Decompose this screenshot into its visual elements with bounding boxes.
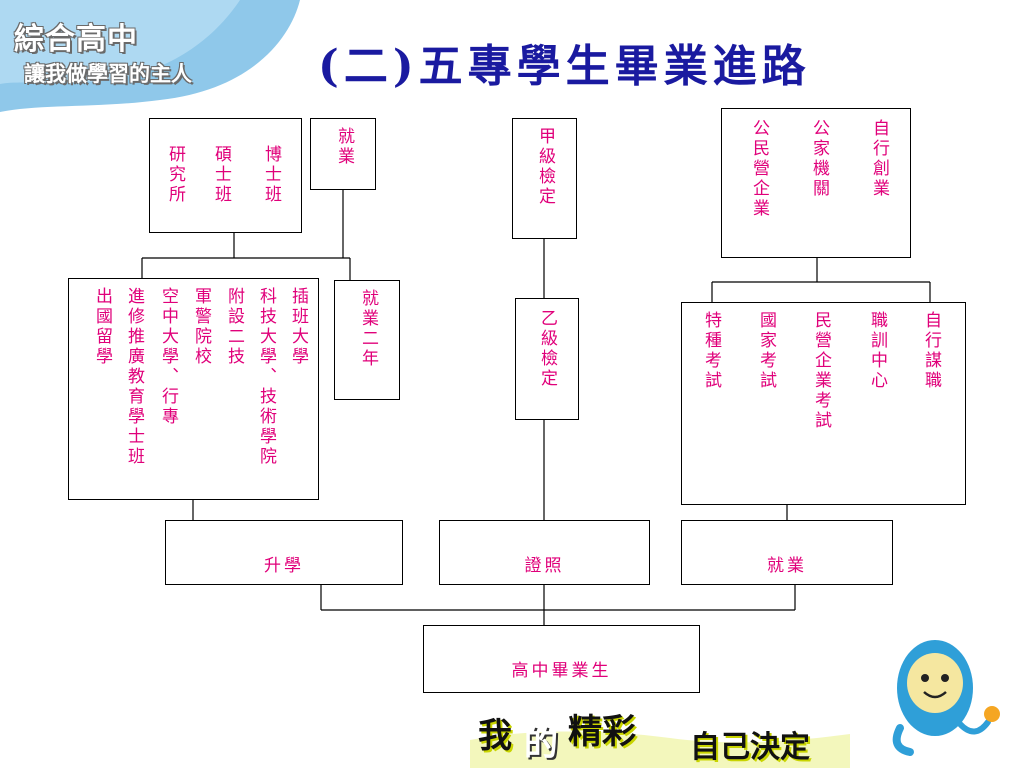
path-study-label: 升學	[264, 556, 304, 576]
path-license-box: 證照	[439, 520, 650, 585]
page-title: (二)五專學生畢業進路	[318, 41, 811, 92]
path-employment-box: 就業	[681, 520, 893, 585]
path-license-label: 證照	[524, 556, 565, 576]
career-mid-label-2: 國家考試	[756, 311, 776, 391]
class-a-exam-box: 甲級檢定	[512, 118, 577, 239]
school-slogan: 讓我做學習的主人	[24, 62, 192, 86]
further-study-label-7: 插班大學	[288, 287, 308, 367]
root-node-box: 高中畢業生	[423, 625, 700, 693]
class-b-exam-label: 乙級檢定	[537, 309, 557, 389]
career-top-label-2: 公家機關	[809, 119, 829, 199]
career-mid-label-3: 民營企業考試	[811, 311, 831, 431]
grad-label-3: 博士班	[261, 145, 281, 205]
further-study-box: 出國留學 進修推廣教育學士班 空中大學、行專 軍警院校 附設二技 科技大學、技術…	[68, 278, 319, 500]
further-study-label-2: 進修推廣教育學士班	[124, 287, 144, 467]
footer-swoosh	[470, 731, 850, 768]
footer-word-3: 精彩	[568, 712, 636, 752]
career-mid-label-1: 特種考試	[701, 311, 721, 391]
path-employment-label: 就業	[767, 556, 807, 576]
career-top-box: 公民營企業 公家機關 自行創業	[721, 108, 911, 258]
employment-two-years-box: 就業二年	[334, 280, 400, 400]
further-study-label-1: 出國留學	[92, 287, 112, 367]
graduate-studies-box: 研究所 碩士班 博士班	[149, 118, 302, 233]
career-top-label-3: 自行創業	[869, 119, 889, 199]
mascot-character-icon	[892, 640, 1000, 756]
footer-word-2: 的	[524, 724, 558, 764]
header-banner	[0, 0, 300, 112]
further-study-label-6: 科技大學、技術學院	[256, 287, 276, 467]
employment-top-label: 就業	[334, 127, 354, 167]
school-brand-title: 綜合高中	[14, 22, 138, 57]
career-mid-box: 特種考試 國家考試 民營企業考試 職訓中心 自行謀職	[681, 302, 966, 505]
career-top-label-1: 公民營企業	[749, 119, 769, 219]
class-b-exam-box: 乙級檢定	[515, 298, 579, 420]
employment-two-years-label: 就業二年	[358, 289, 378, 369]
further-study-label-3: 空中大學、行專	[158, 287, 178, 427]
root-node-label: 高中畢業生	[511, 661, 612, 681]
path-study-box: 升學	[165, 520, 403, 585]
grad-label-1: 研究所	[165, 145, 185, 205]
further-study-label-4: 軍警院校	[191, 287, 211, 367]
career-mid-label-4: 職訓中心	[867, 311, 887, 391]
career-mid-label-5: 自行謀職	[921, 311, 941, 391]
employment-top-box: 就業	[310, 118, 376, 190]
class-a-exam-label: 甲級檢定	[535, 127, 555, 207]
footer-word-1: 我	[478, 716, 512, 756]
further-study-label-5: 附設二技	[224, 287, 244, 367]
footer-word-4: 自己決定	[690, 730, 810, 765]
grad-label-2: 碩士班	[211, 145, 231, 205]
